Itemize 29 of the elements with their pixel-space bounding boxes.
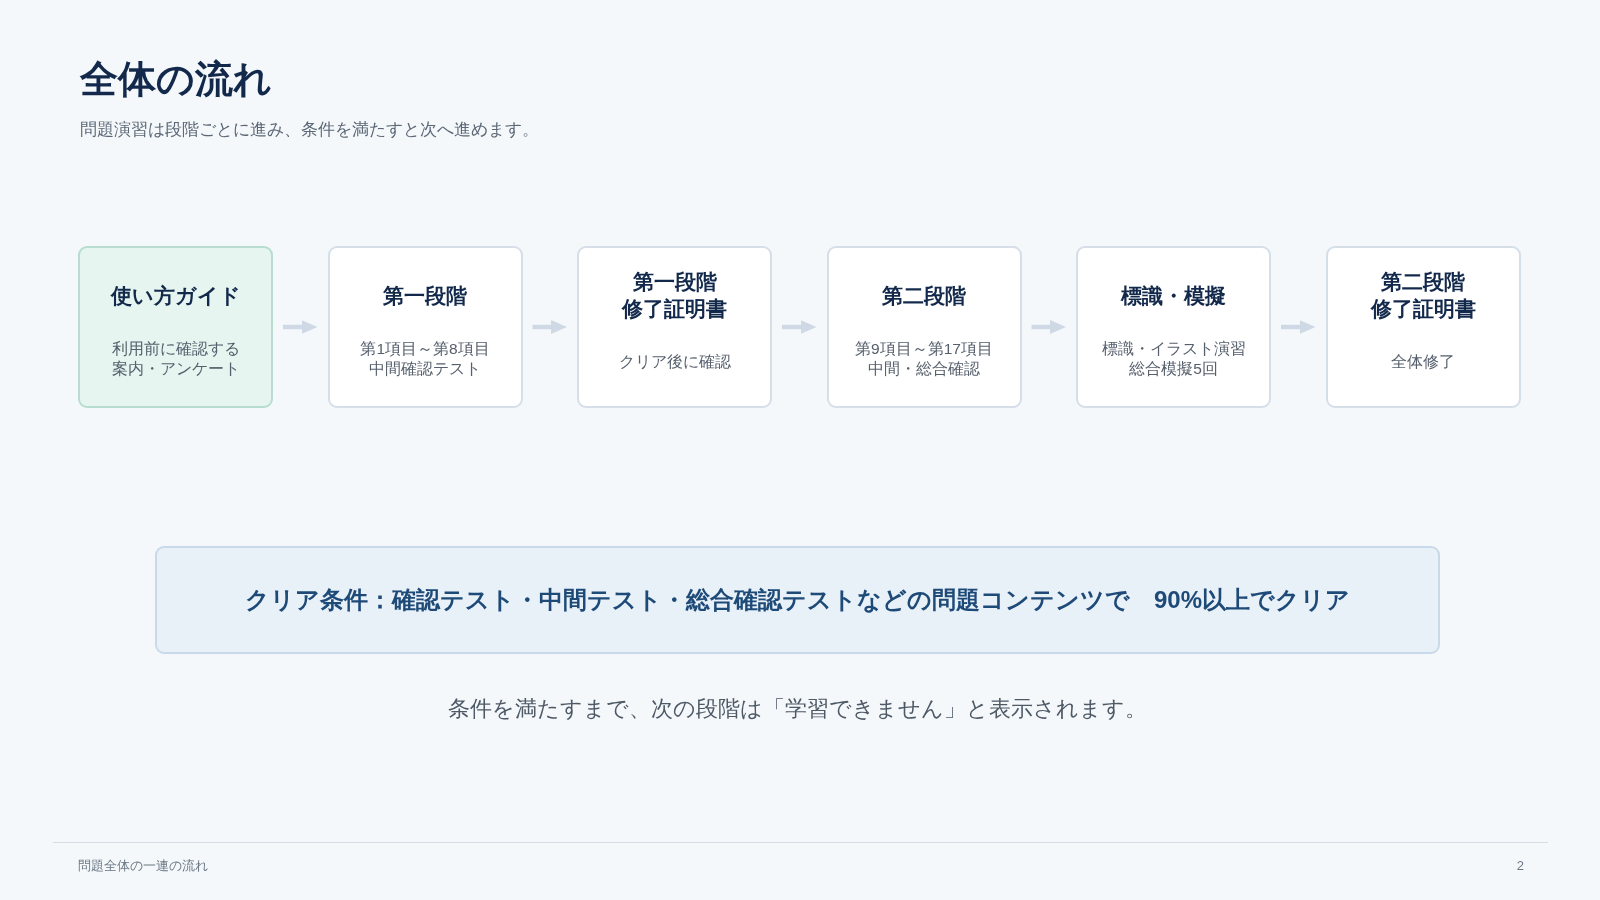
step-title: 第一段階修了証明書: [622, 269, 727, 322]
step-description: クリア後に確認: [618, 352, 731, 372]
step-box: [327, 246, 523, 408]
condition-banner: クリア条件：確認テスト・中間テスト・総合確認テストなどの問題コンテンツで 90%以上でクリア: [155, 546, 1440, 654]
step-box: [1076, 246, 1271, 408]
step-box: [577, 246, 772, 408]
arrow: [782, 320, 817, 334]
footer-text: 問題全体の一連の流れ: [78, 857, 208, 875]
note-text: 条件を満たすまで、次の段階は「学習できません」と表示されます。: [447, 695, 1148, 723]
step-box: [78, 246, 273, 408]
step-title: 使い方ガイド: [110, 282, 241, 309]
subtitle: 問題演習は段階ごとに進み、条件を満たすと次へ進めます。: [80, 119, 539, 141]
step-description: 全体修了: [1391, 352, 1455, 372]
step-description: 第9項目～第17項目中間・総合確認: [855, 338, 993, 379]
arrow: [1031, 320, 1066, 334]
step-box: [1325, 246, 1521, 408]
step-title: 第二段階修了証明書: [1370, 269, 1476, 322]
step-box: [826, 246, 1022, 408]
title: 全体の流れ: [80, 57, 272, 102]
step-title: 第一段階: [383, 282, 467, 309]
step-description: 第1項目～第8項目中間確認テスト: [360, 338, 490, 379]
arrow: [532, 320, 567, 334]
step-description: 標識・イラスト演習総合模擬5回: [1101, 338, 1246, 379]
step-description: 利用前に確認する案内・アンケート: [111, 338, 240, 379]
arrow: [283, 320, 318, 334]
step-title: 第二段階: [882, 282, 966, 309]
arrow: [1281, 320, 1316, 334]
page-number: 2: [1516, 857, 1524, 875]
step-title: 標識・模擬: [1121, 282, 1226, 309]
